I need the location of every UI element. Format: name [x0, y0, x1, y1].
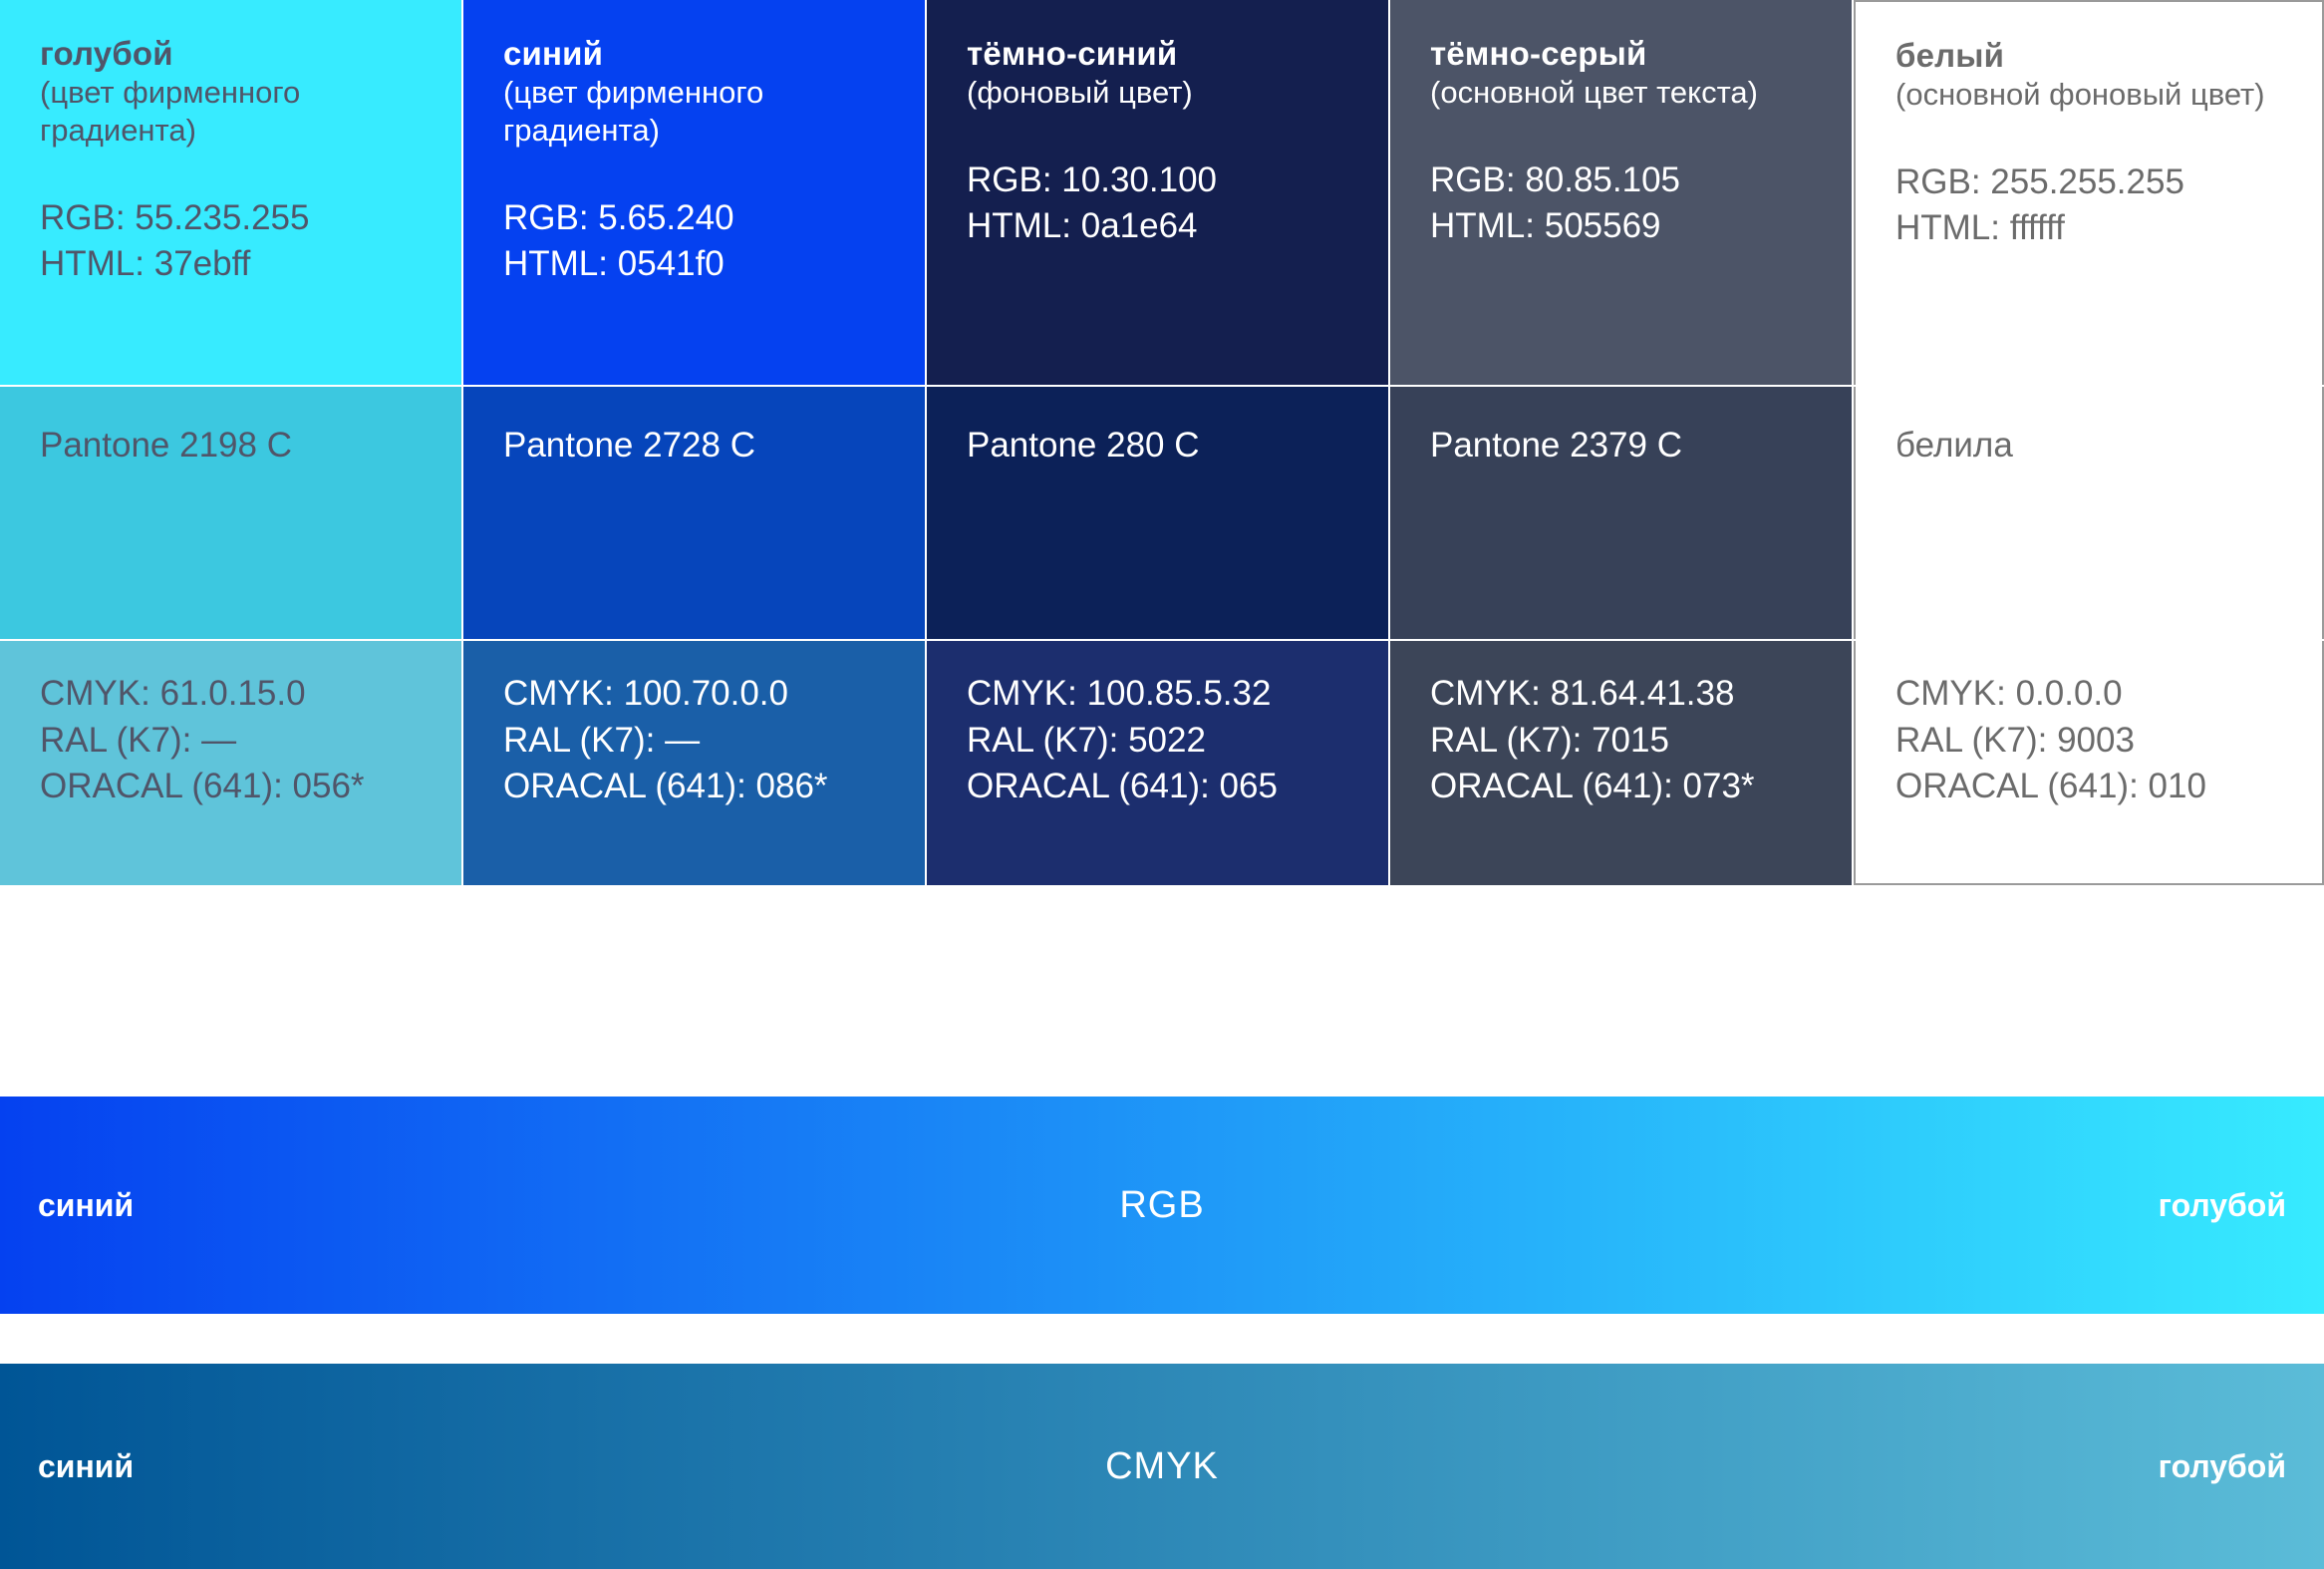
swatch-cell-pantone-2: Pantone 280 C: [927, 387, 1388, 639]
row-gutter: [1854, 639, 2324, 641]
swatch-cell-pantone-3: Pantone 2379 C: [1390, 387, 1852, 639]
rgb-gradient-label-left: синий: [38, 1186, 135, 1223]
row-gutter: [461, 385, 463, 387]
swatch-name-1: синий: [503, 35, 604, 72]
swatch-cell-name-0: голубой (цвет фирменного градиента) RGB:…: [0, 0, 461, 385]
rgb-gradient-label-center: RGB: [1119, 1183, 1205, 1226]
swatch-rgb-2: RGB: 10.30.100: [967, 160, 1217, 200]
column-gutter: [1852, 0, 1854, 385]
swatch-name-3: тёмно-серый: [1430, 35, 1647, 72]
swatch-ral-0: RAL (K7): —: [40, 720, 237, 760]
swatch-cell-pantone-0: Pantone 2198 C: [0, 387, 461, 639]
swatch-name-0: голубой: [40, 35, 173, 72]
row-gutter: [463, 639, 925, 641]
swatch-cell-name-2: тёмно-синий (фоновый цвет) RGB: 10.30.10…: [927, 0, 1388, 385]
swatch-cmyk-3: CMYK: 81.64.41.38: [1430, 674, 1735, 713]
column-gutter: [925, 641, 927, 885]
swatch-pantone-1: Pantone 2728 C: [503, 426, 755, 465]
swatch-cmyk-4: CMYK: 0.0.0.0: [1895, 674, 2123, 713]
swatch-rgb-3: RGB: 80.85.105: [1430, 160, 1680, 200]
swatch-role-0: (цвет фирменного градиента): [40, 75, 301, 149]
column-gutter: [1388, 387, 1390, 639]
cmyk-gradient-bar: синий CMYK голубой: [0, 1364, 2324, 1569]
column-gutter: [1852, 641, 1854, 885]
color-swatch-table: голубой (цвет фирменного градиента) RGB:…: [0, 0, 2324, 885]
swatch-pantone-4: белила: [1895, 426, 2013, 465]
row-gutter: [925, 385, 927, 387]
row-gutter: [927, 639, 1388, 641]
swatch-cmyk-0: CMYK: 61.0.15.0: [40, 674, 306, 713]
row-gutter: [1390, 639, 1852, 641]
swatch-html-3: HTML: 505569: [1430, 206, 1661, 246]
swatch-cmyk-1: CMYK: 100.70.0.0: [503, 674, 788, 713]
rgb-gradient-bar: синий RGB голубой: [0, 1097, 2324, 1314]
row-gutter: [1388, 385, 1390, 387]
row-gutter: [1852, 639, 1854, 641]
swatch-cell-name-1: синий (цвет фирменного градиента) RGB: 5…: [463, 0, 925, 385]
row-gutter: [927, 385, 1388, 387]
swatch-oracal-4: ORACAL (641): 010: [1895, 767, 2206, 806]
rgb-gradient-label-right: голубой: [2158, 1186, 2286, 1223]
cmyk-gradient-label-right: голубой: [2158, 1447, 2286, 1484]
row-gutter: [0, 385, 461, 387]
swatch-rgb-4: RGB: 255.255.255: [1895, 162, 2184, 202]
swatch-cell-spec-0: CMYK: 61.0.15.0 RAL (K7): — ORACAL (641)…: [0, 641, 461, 885]
cmyk-gradient-label-left: синий: [38, 1447, 135, 1484]
column-gutter: [1388, 641, 1390, 885]
swatch-html-4: HTML: ffffff: [1895, 208, 2065, 248]
column-gutter: [1852, 387, 1854, 639]
swatch-rgb-1: RGB: 5.65.240: [503, 197, 734, 237]
swatch-oracal-0: ORACAL (641): 056*: [40, 767, 365, 806]
swatch-cell-spec-4: CMYK: 0.0.0.0 RAL (K7): 9003 ORACAL (641…: [1854, 641, 2324, 885]
row-gutter: [1390, 385, 1852, 387]
swatch-role-2: (фоновый цвет): [967, 75, 1193, 111]
swatch-ral-1: RAL (K7): —: [503, 720, 701, 760]
swatch-cmyk-2: CMYK: 100.85.5.32: [967, 674, 1272, 713]
swatch-rgb-0: RGB: 55.235.255: [40, 197, 310, 237]
swatch-cell-spec-1: CMYK: 100.70.0.0 RAL (K7): — ORACAL (641…: [463, 641, 925, 885]
swatch-role-4: (основной фоновый цвет): [1895, 77, 2265, 113]
row-gutter: [461, 639, 463, 641]
column-gutter: [461, 641, 463, 885]
swatch-role-3: (основной цвет текста): [1430, 75, 1758, 111]
row-gutter: [0, 639, 461, 641]
swatch-ral-4: RAL (K7): 9003: [1895, 720, 2135, 760]
swatch-pantone-3: Pantone 2379 C: [1430, 426, 1682, 465]
swatch-pantone-2: Pantone 280 C: [967, 426, 1200, 465]
row-gutter: [463, 385, 925, 387]
swatch-html-0: HTML: 37ebff: [40, 244, 251, 284]
row-gutter: [1852, 385, 1854, 387]
column-gutter: [461, 387, 463, 639]
swatch-cell-spec-3: CMYK: 81.64.41.38 RAL (K7): 7015 ORACAL …: [1390, 641, 1852, 885]
swatch-oracal-2: ORACAL (641): 065: [967, 767, 1278, 806]
swatch-cell-name-4: белый (основной фоновый цвет) RGB: 255.2…: [1854, 0, 2324, 385]
swatch-name-4: белый: [1895, 37, 2005, 74]
swatch-html-2: HTML: 0a1e64: [967, 206, 1198, 246]
cmyk-gradient-label-center: CMYK: [1105, 1444, 1219, 1487]
swatch-cell-pantone-4: белила: [1854, 387, 2324, 639]
row-gutter: [1388, 639, 1390, 641]
swatch-ral-3: RAL (K7): 7015: [1430, 720, 1669, 760]
swatch-oracal-3: ORACAL (641): 073*: [1430, 767, 1755, 806]
row-gutter: [1854, 385, 2324, 387]
column-gutter: [925, 0, 927, 385]
column-gutter: [1388, 0, 1390, 385]
swatch-cell-pantone-1: Pantone 2728 C: [463, 387, 925, 639]
swatch-cell-name-3: тёмно-серый (основной цвет текста) RGB: …: [1390, 0, 1852, 385]
swatch-name-2: тёмно-синий: [967, 35, 1178, 72]
swatch-html-1: HTML: 0541f0: [503, 244, 725, 284]
column-gutter: [461, 0, 463, 385]
swatch-oracal-1: ORACAL (641): 086*: [503, 767, 828, 806]
swatch-pantone-0: Pantone 2198 C: [40, 426, 292, 465]
swatch-cell-spec-2: CMYK: 100.85.5.32 RAL (K7): 5022 ORACAL …: [927, 641, 1388, 885]
swatch-role-1: (цвет фирменного градиента): [503, 75, 764, 149]
swatch-ral-2: RAL (K7): 5022: [967, 720, 1206, 760]
row-gutter: [925, 639, 927, 641]
column-gutter: [925, 387, 927, 639]
